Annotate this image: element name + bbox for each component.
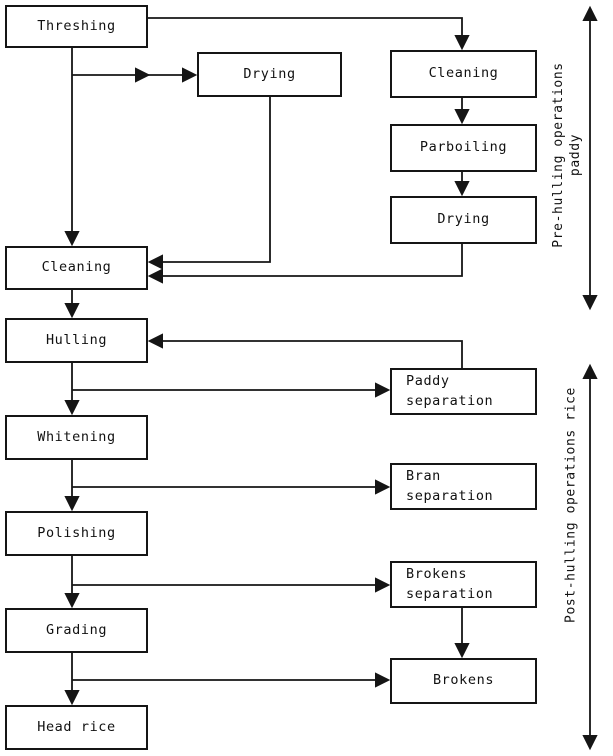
node-bran-separation: Bran separation [390,463,537,510]
node-brokens: Brokens [390,658,537,704]
label-post-hulling-line1: Post-hulling operations rice [563,387,579,623]
node-cleaning-right: Cleaning [390,50,537,98]
node-grading: Grading [5,608,148,653]
edge-drying-right-cleaning-left [147,244,463,284]
node-hulling: Hulling [5,318,148,363]
node-drying-right: Drying [390,196,537,244]
label-pre-hulling-line1: Pre-hulling operations [551,62,566,248]
node-head-rice: Head rice [5,705,148,750]
edge-threshing-cleaning-right [148,17,470,51]
node-brokens-separation: Brokens separation [390,561,537,608]
node-threshing: Threshing [5,5,148,48]
edge-paddy-separation-hulling [147,333,463,368]
node-parboiling: Parboiling [390,124,537,172]
node-whitening: Whitening [5,415,148,460]
edge-drying-mid-cleaning-left [147,97,271,270]
label-post-hulling-operations: Post-hulling operations rice [563,387,580,623]
node-paddy-separation: Paddy separation [390,368,537,415]
node-drying-middle: Drying [197,52,342,97]
node-cleaning-left: Cleaning [5,246,148,290]
label-pre-hulling-operations: Pre-hulling operations paddy [550,62,584,247]
node-polishing: Polishing [5,511,148,556]
label-pre-hulling-line2: paddy [568,133,583,177]
